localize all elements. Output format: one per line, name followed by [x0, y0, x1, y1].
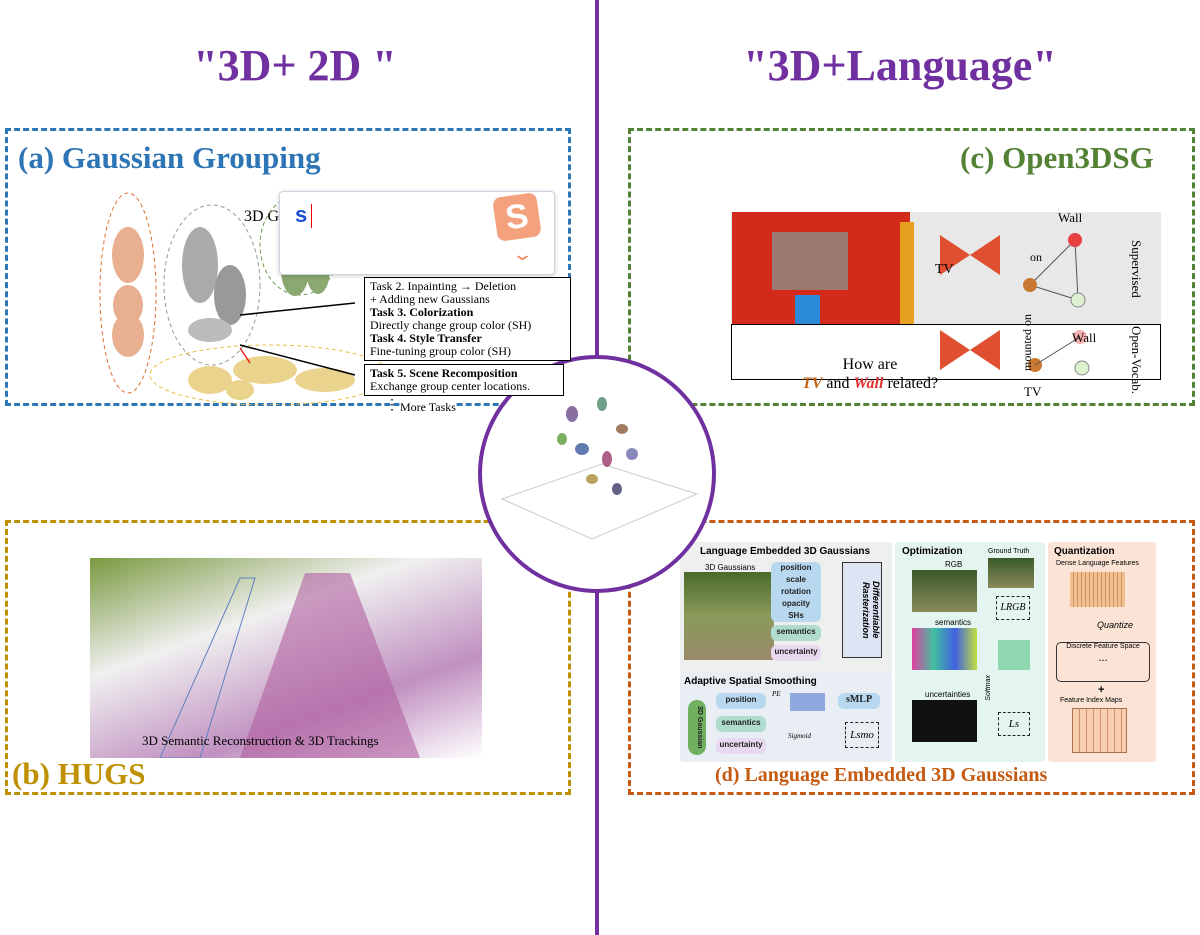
label: 3D Gaussians [705, 563, 756, 572]
gaussian-splats-icon [500, 397, 699, 540]
loss-smo: Lsmo [845, 722, 879, 748]
rasterization-block: Differentiable Rasterization [842, 562, 882, 658]
supervised-label: Supervised [1129, 240, 1144, 298]
garden-image [684, 572, 774, 660]
title-3d-2d: "3D+ 2D " [193, 41, 397, 90]
feature-stack [1070, 572, 1125, 607]
task-text: Fine-tuning group color (SH) [370, 344, 511, 358]
hugs-point-cloud-image [90, 558, 482, 759]
on-label: on [1030, 250, 1042, 264]
section-title: Language Embedded 3D Gaussians [700, 546, 871, 557]
softmax-label: Softmax [985, 675, 992, 701]
discrete-feature-space: Discrete Feature Space ... [1056, 642, 1150, 682]
network-icons [940, 235, 1000, 370]
wall-object [900, 222, 914, 332]
label: Feature Index Maps [1060, 697, 1123, 704]
chevron-down-icon[interactable]: ⌄ [511, 244, 534, 264]
uncertainty-image [912, 700, 977, 742]
scene-graph [1023, 233, 1090, 376]
pe-label: PE [772, 690, 781, 698]
section-title: Optimization [902, 546, 963, 557]
panel-d-label: (d) Language Embedded 3D Gaussians [715, 764, 1048, 786]
wall-label-1: Wall [1058, 210, 1083, 225]
panel-open3dsg [628, 128, 1195, 406]
quantize-label: Quantize [1097, 620, 1134, 630]
mounted-on-label: mounted on [1020, 314, 1034, 371]
mlp-block [790, 693, 825, 711]
section-title: Quantization [1054, 546, 1115, 557]
tv-label-1: TV [935, 262, 954, 277]
task-text: Task 4. Style Transfer [370, 331, 482, 345]
ime-candidate-popup[interactable]: s S ⌄ [279, 191, 555, 275]
task-text: Exchange group center locations. [370, 379, 530, 393]
open-vocab-label: Open-Vocab. [1129, 326, 1144, 394]
text-cursor [311, 204, 312, 228]
panel-c-label: (c) Open3DSG [960, 140, 1154, 175]
task-text: Directly change group color (SH) [370, 318, 532, 332]
rgb-image [912, 570, 977, 612]
label: Ground Truth [988, 548, 1030, 555]
panel-a-label: (a) Gaussian Grouping [18, 140, 321, 175]
semantics-chip: semantics [716, 716, 766, 732]
uncertainty-chip: uncertainty [771, 645, 821, 661]
semantics-chip: semantics [771, 625, 821, 641]
more-tasks: More Tasks [400, 400, 456, 414]
tasks-box-2: Task 5. Scene Recomposition Exchange gro… [364, 364, 564, 396]
task-text: Task 5. Scene Recomposition [370, 366, 518, 380]
loss-s: Ls [998, 712, 1030, 736]
tv-label-2: TV [1024, 384, 1042, 399]
label: semantics [935, 618, 972, 627]
tv-object [772, 232, 848, 290]
loss-rgb: LRGB [996, 596, 1030, 620]
smlp-chip: sMLP [838, 693, 880, 709]
task-text: + Adding new Gaussians [370, 292, 490, 306]
title-3d-language: "3D+Language" [743, 41, 1057, 90]
index-maps [1072, 708, 1127, 753]
panel-b-label: (b) HUGS [12, 756, 146, 791]
wall-label-2: Wall [1072, 330, 1097, 345]
tasks-box-1: Task 2. Inpainting → Deletion + Adding n… [364, 277, 571, 361]
position-chip: position [716, 693, 766, 709]
hugs-caption: 3D Semantic Reconstruction & 3D Tracking… [142, 733, 379, 748]
question-text: How are TV and Wall related? [801, 356, 939, 392]
panel-gaussian-grouping [5, 128, 571, 406]
task-text: Task 2. Inpainting → Deletion [370, 279, 517, 293]
softmax-block [998, 640, 1030, 670]
plus-label: + [1098, 684, 1105, 696]
label: Dense Language Features [1056, 560, 1139, 567]
task-text: Task 3. Colorization [370, 305, 474, 319]
uncertainty-chip: uncertainty [716, 738, 766, 754]
section-title: Adaptive Spatial Smoothing [684, 676, 817, 687]
sogou-logo-icon: S [492, 192, 542, 242]
ground-truth-image [988, 558, 1034, 588]
more-dots: ⋮ [385, 398, 399, 413]
panel-langsplat [628, 520, 1195, 795]
semantics-image [912, 628, 977, 670]
ime-input-text[interactable]: s [295, 202, 308, 227]
sigmoid-label: Sigmoid [788, 732, 811, 740]
label: uncertainties [925, 690, 971, 699]
label: RGB [945, 560, 963, 569]
panel-hugs [5, 520, 571, 795]
gaussian-chip: 3D Gaussian [688, 700, 706, 755]
